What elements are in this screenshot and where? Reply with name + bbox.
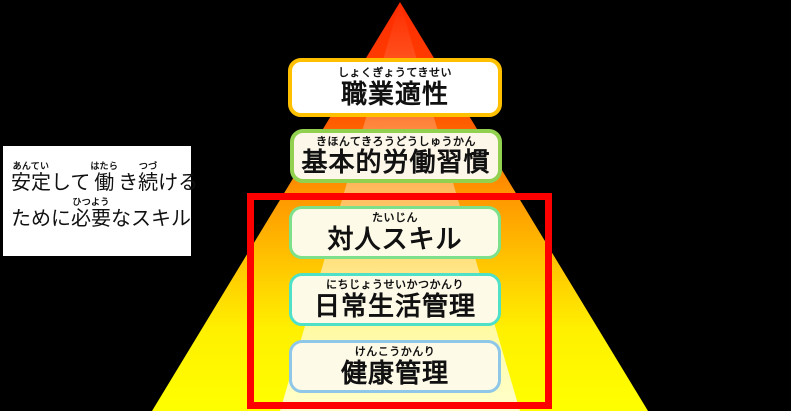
- tier-5-ruby: けんこうかんり: [354, 346, 436, 359]
- tier-2-ruby: きほんてきろうどうしゅうかん: [315, 135, 477, 148]
- caption-plain-na-skill: なスキル: [111, 208, 191, 230]
- caption-plain-tameni: ために: [11, 208, 71, 230]
- tier-5-label: 健康管理: [340, 357, 449, 388]
- pyramid-tier-kihonteki-rodo-shukan[interactable]: きほんてきろうどうしゅうかん 基本的労働習慣: [290, 129, 502, 183]
- caption-line-2: ために ひつよう 必要 なスキル: [11, 198, 191, 230]
- tier-2-label: 基本的労働習慣: [301, 147, 491, 178]
- tier-1-label: 職業適性: [340, 78, 449, 109]
- caption-ruby-hatara: はたら: [90, 161, 119, 171]
- tier-1-ruby: しょくぎょうてきせい: [337, 67, 453, 80]
- caption-ruby-group-hatara: はたら 働: [90, 162, 118, 194]
- tier-3-label: 対人スキル: [327, 223, 463, 254]
- caption-base-hataraku: 働: [94, 172, 115, 194]
- tier-4-ruby: にちじょうせいかつかんり: [326, 279, 464, 292]
- tier-4-label: 日常生活管理: [313, 290, 476, 321]
- caption-ruby-group-hitsuyo: ひつよう 必要: [71, 198, 111, 230]
- caption-plain-ki: き: [118, 172, 139, 194]
- caption-plain-keru: ける: [158, 172, 199, 194]
- caption-ruby-antei: あんてい: [12, 161, 50, 171]
- caption-ruby-hitsuyo: ひつよう: [72, 197, 110, 207]
- red-emphasis-rectangle: [247, 193, 552, 409]
- tier-3-ruby: たいじん: [372, 212, 418, 225]
- pyramid-tier-nichijo-seikatsu-kanri[interactable]: にちじょうせいかつかんり 日常生活管理: [289, 273, 501, 326]
- caption-base-tsuzuku: 続: [138, 172, 159, 194]
- pyramid-tier-kenko-kanri[interactable]: けんこうかんり 健康管理: [289, 340, 501, 393]
- caption-ruby-group-tsuzu: つづ 続: [138, 162, 158, 194]
- pyramid-tier-taijin-skill[interactable]: たいじん 対人スキル: [289, 206, 501, 259]
- caption-ruby-group-antei: あんてい 安定: [11, 162, 51, 194]
- pyramid-tier-shokugyo-tekisei[interactable]: しょくぎょうてきせい 職業適性: [288, 58, 502, 117]
- caption-base-antei: 安定: [11, 172, 51, 194]
- caption-group-na-skill: なスキル: [111, 198, 191, 230]
- caption-group-tameni: ために: [11, 198, 71, 230]
- left-caption-box: あんてい 安定 して はたら 働 き つづ 続 ける ために ひつよう 必要: [3, 146, 198, 256]
- caption-plain-shite: して: [51, 172, 91, 194]
- caption-ruby-tsuzu: つづ: [138, 161, 158, 171]
- caption-base-hitsuyo: 必要: [71, 208, 111, 230]
- caption-line-1: あんてい 安定 して はたら 働 き つづ 続 ける: [11, 162, 198, 194]
